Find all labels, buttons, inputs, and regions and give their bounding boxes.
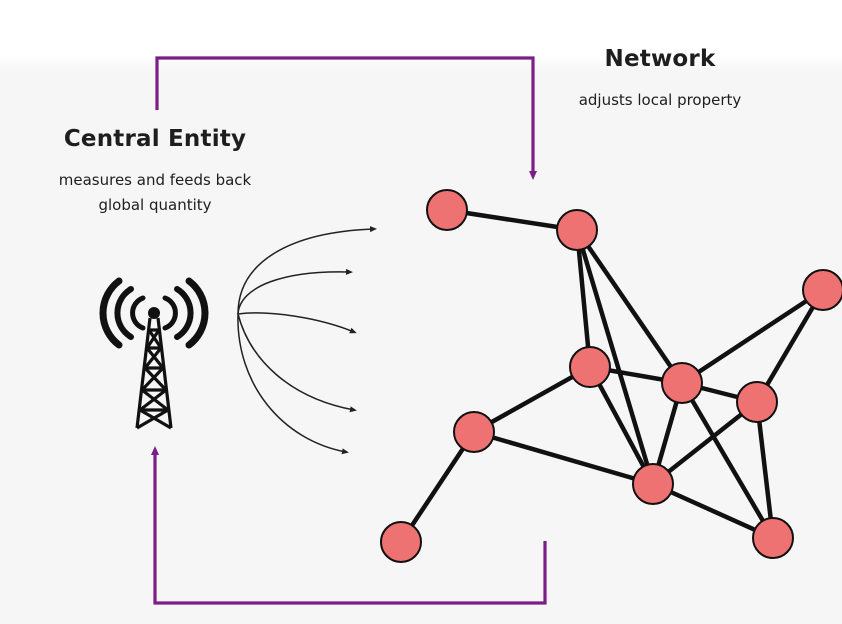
broadcast-arrow	[237, 226, 377, 315]
network-node	[380, 521, 422, 563]
network-edges	[398, 207, 826, 545]
network-node	[556, 209, 598, 251]
broadcast-arrow	[237, 268, 353, 315]
edge	[574, 227, 685, 386]
network-node	[736, 381, 778, 423]
feedback-arrow-top	[155, 56, 537, 180]
edge	[754, 287, 826, 405]
broadcast-arrow	[237, 312, 357, 334]
network-node	[632, 463, 674, 505]
edge	[679, 380, 776, 541]
network-node	[661, 362, 703, 404]
feedback-arrow-bottom	[151, 446, 547, 605]
edge	[754, 399, 776, 541]
network-node	[426, 189, 468, 231]
edge	[650, 481, 776, 541]
network-node	[569, 346, 611, 388]
edge	[650, 399, 760, 487]
network-node	[453, 411, 495, 453]
edge	[444, 207, 580, 233]
network-title: Network	[604, 46, 716, 72]
edge	[587, 364, 656, 487]
central-entity-title: Central Entity	[63, 126, 247, 152]
broadcast-arrows	[237, 226, 377, 455]
edge	[471, 364, 593, 435]
broadcast-arrow	[237, 313, 349, 455]
central-entity-subtitle-line: global quantity	[98, 196, 212, 214]
network-nodes	[380, 189, 842, 563]
central-entity-subtitle-line: measures and feeds back	[58, 171, 252, 189]
broadcast-arrow	[237, 313, 357, 413]
edge	[398, 429, 477, 545]
edge	[574, 227, 593, 370]
network-node	[802, 269, 842, 311]
radio-tower-icon	[99, 277, 209, 430]
network-node	[752, 517, 794, 559]
edge	[679, 287, 826, 386]
edge	[574, 227, 656, 487]
network-subtitle: adjusts local property	[578, 91, 742, 109]
edge	[471, 429, 656, 487]
central-entity-subtitle: measures and feeds back global quantity	[30, 168, 280, 218]
